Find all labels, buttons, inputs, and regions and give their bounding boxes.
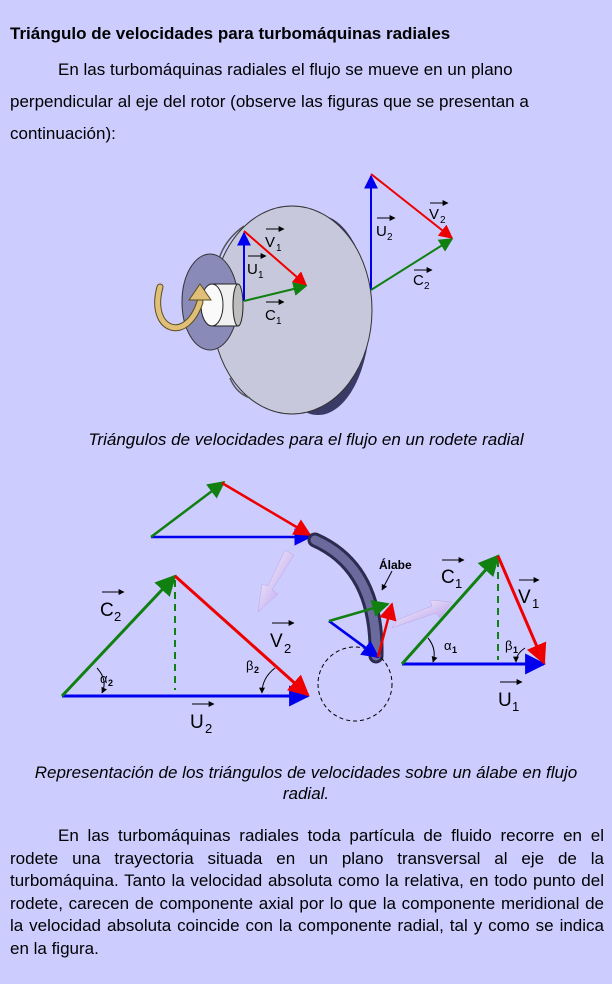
rotation-arrow-icon xyxy=(155,284,203,331)
label-v1-large: V xyxy=(518,587,531,608)
c1-vector-large xyxy=(400,554,500,665)
intro-paragraph: En las turbomáquinas radiales el flujo s… xyxy=(10,60,529,143)
c2-vector-large xyxy=(60,574,177,698)
svg-text:2: 2 xyxy=(440,215,446,226)
label-v2-large: V xyxy=(270,631,283,652)
inlet-triangle-fig1 xyxy=(237,230,308,302)
label-u1: U xyxy=(247,261,258,278)
beta2-arc xyxy=(259,667,276,694)
v2-vector xyxy=(370,173,454,239)
outlet-triangle-fig1 xyxy=(364,173,454,291)
alpha2-arc xyxy=(96,667,107,694)
v2-vector-large xyxy=(173,574,310,697)
label-alpha1: α xyxy=(444,638,452,653)
label-c1-large: C xyxy=(441,567,455,588)
svg-text:1: 1 xyxy=(276,243,282,254)
svg-text:1: 1 xyxy=(513,645,518,655)
v1-vector xyxy=(243,230,308,286)
label-u1-large: U xyxy=(498,690,512,711)
label-v2: V xyxy=(429,206,439,223)
rotor-circle xyxy=(317,646,393,722)
inlet-triangle-fig2 xyxy=(400,554,547,675)
small-inlet-triangle xyxy=(328,599,397,659)
pointer-arrow-right-icon xyxy=(391,599,453,629)
section-heading: Triángulo de velocidades para turbomáqui… xyxy=(10,24,451,43)
c1-vector xyxy=(243,282,308,302)
svg-text:2: 2 xyxy=(108,678,113,688)
label-v1: V xyxy=(265,234,275,251)
label-c2-large: C xyxy=(100,600,114,621)
svg-text:2: 2 xyxy=(424,281,430,292)
svg-text:1: 1 xyxy=(452,645,457,655)
pointer-arrow-left-icon xyxy=(257,549,295,613)
beta1-arc xyxy=(513,647,526,663)
blade-label: Álabe xyxy=(379,557,412,572)
svg-text:1: 1 xyxy=(276,316,282,327)
body-paragraph: En las turbomáquinas radiales toda partí… xyxy=(10,826,604,958)
label-u2: U xyxy=(376,223,387,240)
svg-text:1: 1 xyxy=(455,576,462,591)
outlet-triangle-fig2 xyxy=(60,574,311,707)
label-c2: C xyxy=(413,272,424,289)
figure2-caption: Representación de los triángulos de velo… xyxy=(34,763,578,803)
impeller-illustration xyxy=(154,205,373,415)
blade-illustration: Álabe xyxy=(307,532,412,722)
label-beta1: β xyxy=(505,638,512,653)
figure1-caption: Triángulos de velocidades para el flujo … xyxy=(88,430,524,449)
svg-text:1: 1 xyxy=(512,699,519,714)
svg-text:2: 2 xyxy=(387,232,393,243)
v1-vector-large xyxy=(496,555,547,665)
c2-vector xyxy=(370,238,454,291)
label-alpha2: α xyxy=(100,671,108,686)
alpha1-arc xyxy=(427,637,438,663)
label-u2-large: U xyxy=(190,712,204,733)
small-outlet-triangle xyxy=(150,480,312,546)
label-c1: C xyxy=(265,307,276,324)
blade-edge-bottom xyxy=(229,377,251,399)
svg-text:2: 2 xyxy=(254,665,259,675)
label-beta2: β xyxy=(246,658,253,673)
svg-text:2: 2 xyxy=(284,641,291,656)
svg-text:2: 2 xyxy=(114,609,121,624)
svg-text:2: 2 xyxy=(205,721,212,736)
svg-text:1: 1 xyxy=(532,596,539,611)
svg-text:1: 1 xyxy=(258,270,264,281)
